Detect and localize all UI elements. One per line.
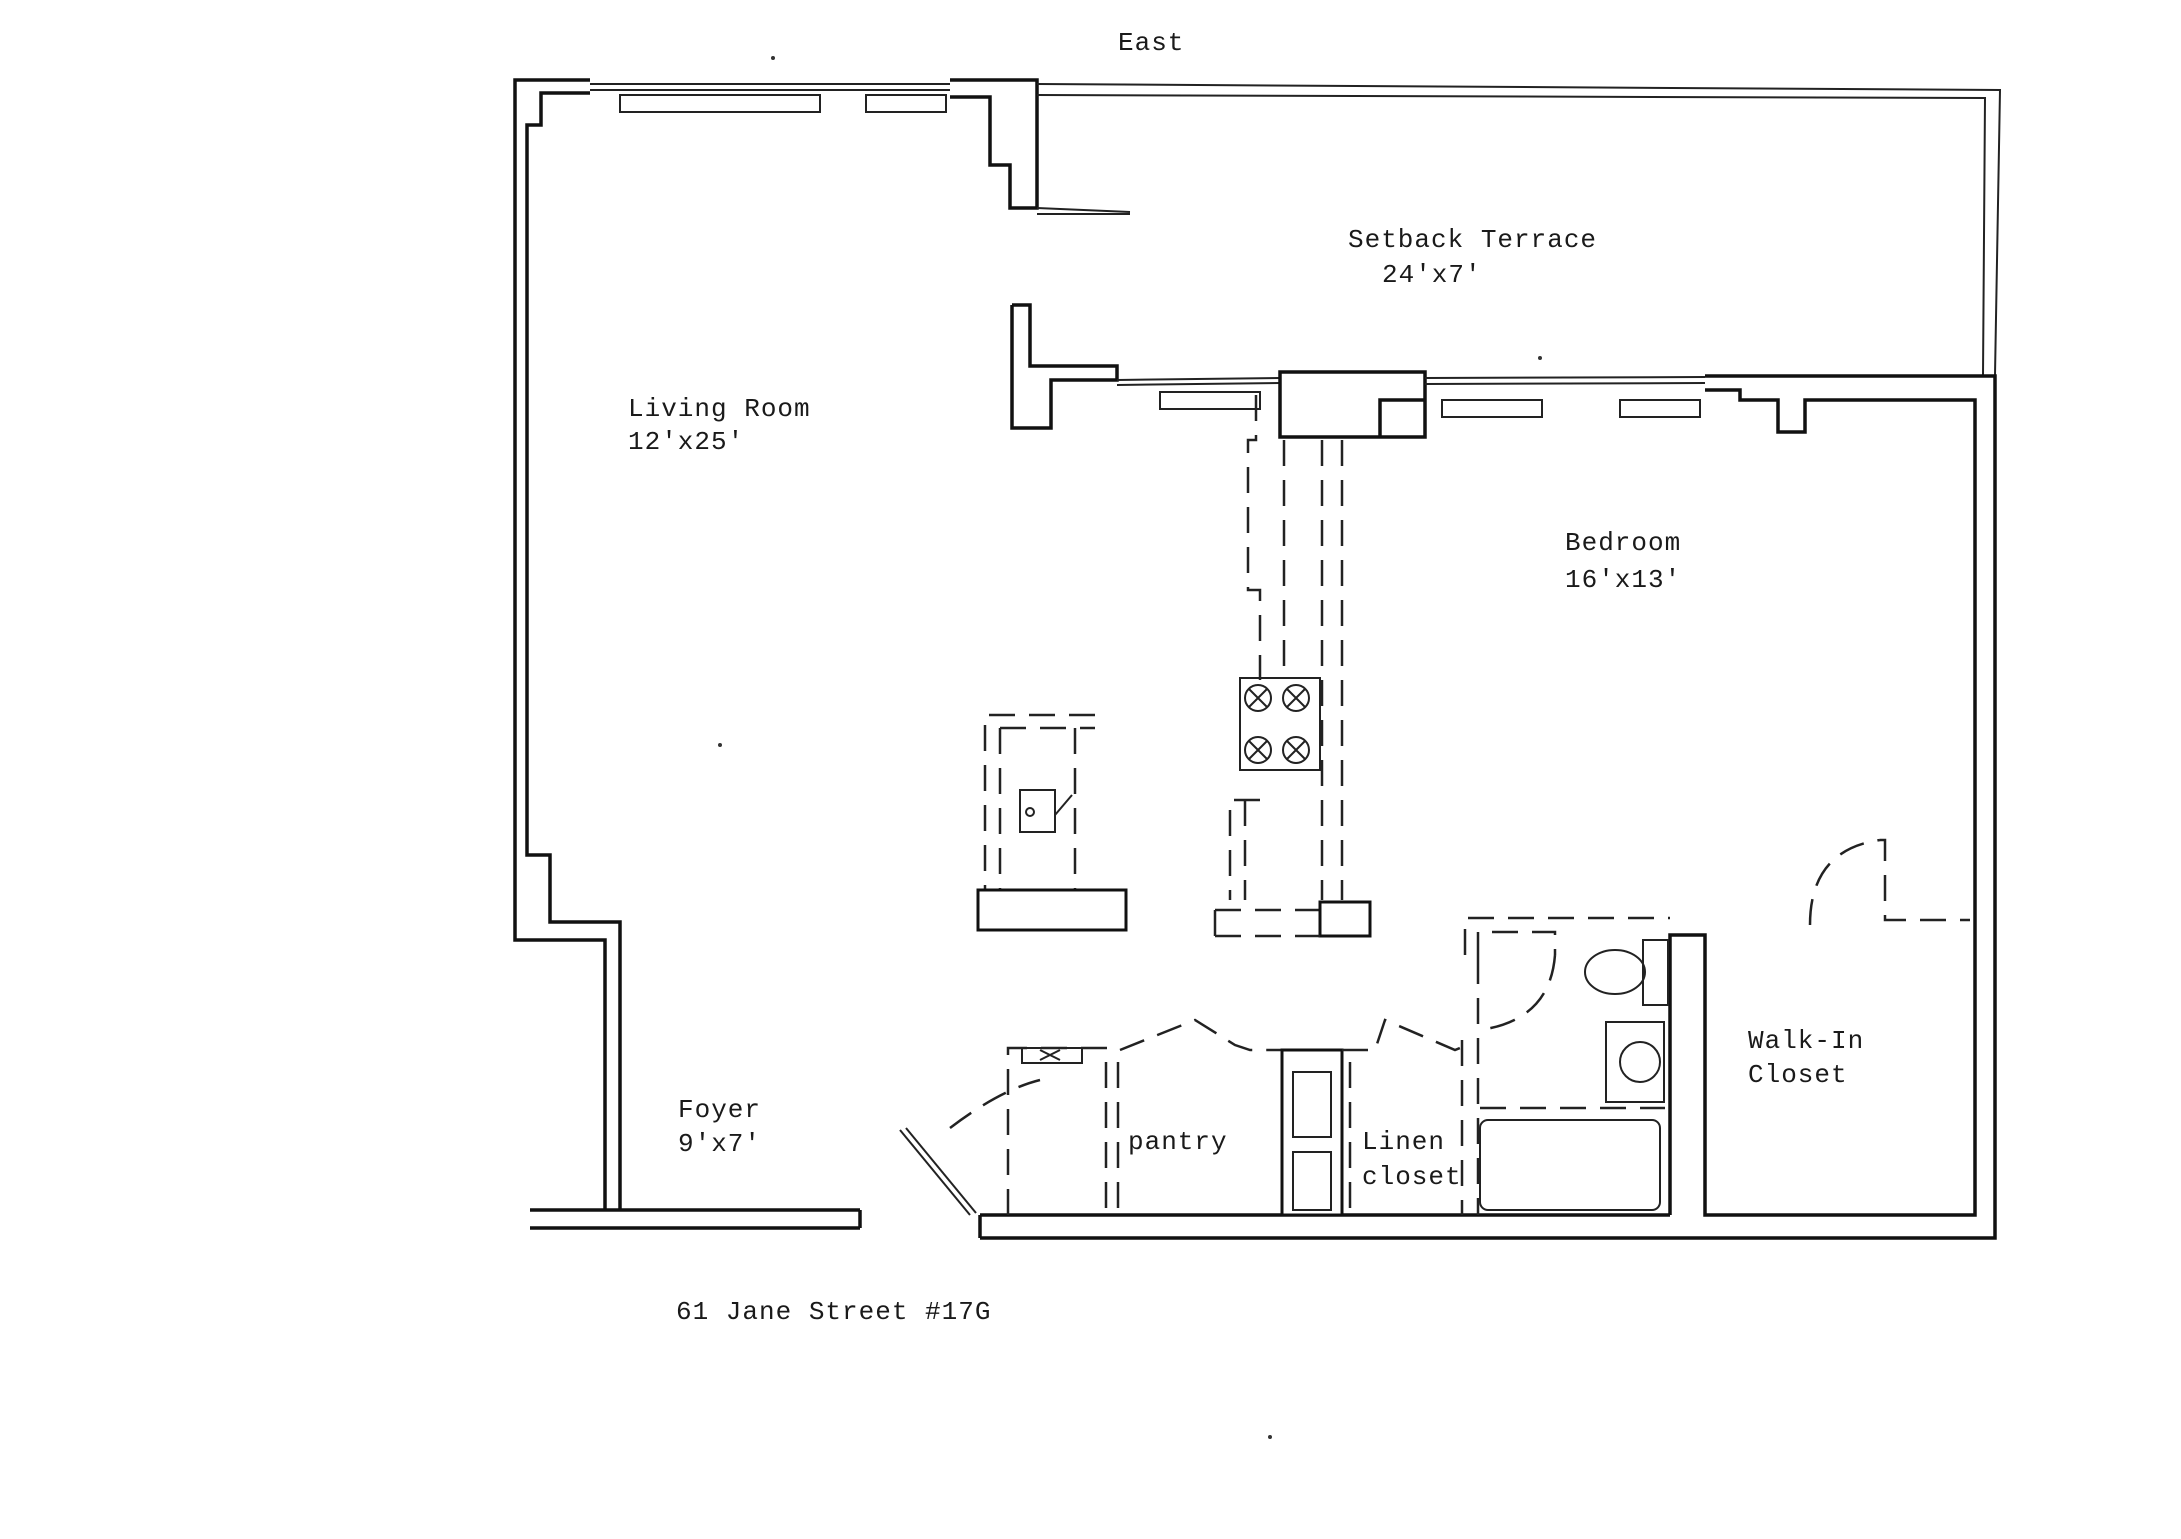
walkin-name-line1: Walk-In: [1748, 1026, 1865, 1056]
pantry-name: pantry: [1128, 1127, 1228, 1157]
foyer-name: Foyer: [678, 1095, 762, 1125]
linen-name-line1: Linen: [1362, 1127, 1446, 1157]
terrace-partition: [1010, 303, 1706, 439]
living-room-size: 12'x25': [628, 427, 745, 457]
walkin-name-line2: Closet: [1748, 1060, 1848, 1090]
walk-in-closet-door: [1808, 838, 1970, 926]
pantry-closets: [899, 1018, 1461, 1217]
stove-burners: [1239, 677, 1321, 771]
bedroom-size: 16'x13': [1565, 565, 1682, 595]
bedroom-name: Bedroom: [1565, 528, 1682, 558]
orientation-label: East: [1118, 28, 1185, 58]
kitchen: [1213, 395, 1372, 938]
terrace-name: Setback Terrace: [1348, 225, 1598, 255]
linen-name-line2: closet: [1362, 1162, 1462, 1192]
bathroom: [1460, 916, 1670, 1215]
living-room-walls: [513, 78, 862, 1230]
kitchen-island: [976, 713, 1128, 932]
terrace-outline: [1036, 83, 2002, 376]
bedroom-walls: [978, 374, 1997, 1240]
address-caption: 61 Jane Street #17G: [676, 1297, 992, 1327]
living-room-window: [590, 78, 1039, 210]
terrace-size: 24'x7': [1382, 260, 1482, 290]
living-room-name: Living Room: [628, 394, 811, 424]
foyer-size: 9'x7': [678, 1129, 762, 1159]
